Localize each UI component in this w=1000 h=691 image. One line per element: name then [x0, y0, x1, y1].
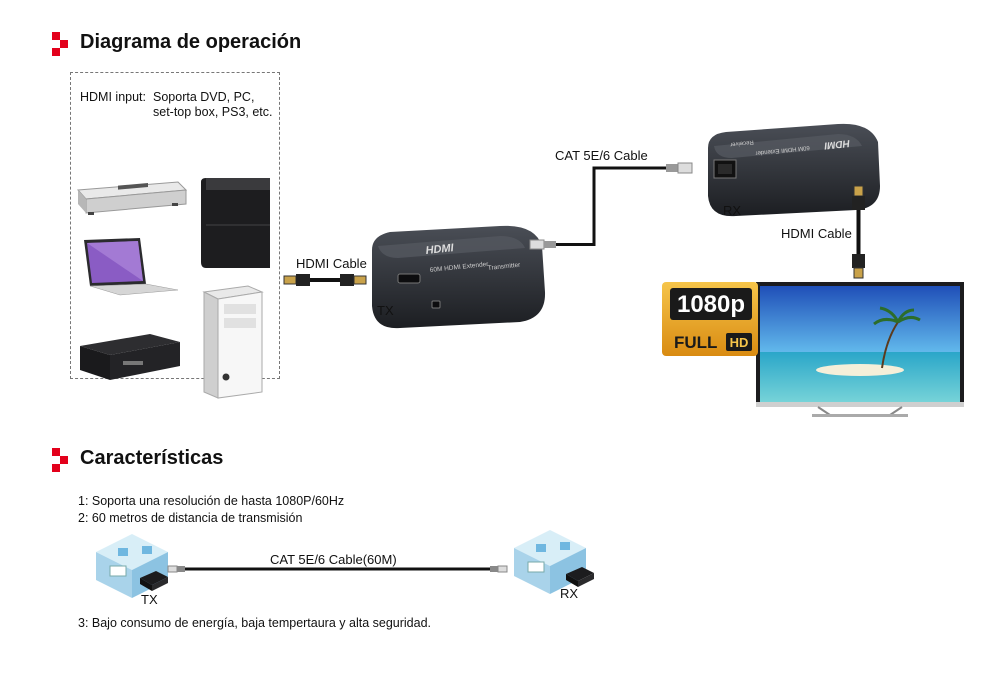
feature-1: 1: Soporta una resolución de hasta 1080P… [78, 494, 345, 508]
set-top-box-icon [80, 334, 180, 380]
game-console-icon [201, 178, 270, 268]
pc-tower-icon [202, 285, 264, 399]
hdmi-cable-right [852, 185, 865, 279]
full-hd-badge: 1080p FULL HD [662, 282, 758, 356]
feature-3: 3: Bajo consumo de energía, baja tempert… [78, 616, 431, 630]
red-squares-icon [52, 448, 68, 472]
receiver-device: HDMI 60M HDMI Extender Receiver [708, 123, 880, 217]
transmitter-role: Transmitter [487, 262, 521, 272]
receiver-brand: HDMI [824, 137, 851, 151]
rx-label: RX [723, 203, 742, 218]
transmitter-brand: HDMI [425, 242, 455, 257]
badge-hd: HD [730, 335, 749, 350]
operation-diagram: HDMI 60M HDMI Extender Transmitter HDMI … [76, 123, 964, 417]
tv-display [756, 282, 964, 417]
cat-cable [529, 162, 693, 250]
transmitter-device: HDMI 60M HDMI Extender Transmitter [372, 225, 546, 329]
section-title-diagram: Diagrama de operación [80, 31, 302, 53]
cat-cable-label: CAT 5E/6 Cable [555, 148, 648, 163]
section-header-diagram: Diagrama de operación [52, 30, 452, 58]
badge-full: FULL [674, 333, 717, 352]
tx-room-icon [96, 534, 168, 598]
red-squares-icon [52, 32, 68, 56]
section-header-features: Características [52, 446, 452, 474]
feature-2: 2: 60 metros de distancia de transmisión [78, 511, 303, 525]
receiver-model: 60M HDMI Extender [755, 144, 810, 156]
hdmi-cable-right-label: HDMI Cable [781, 226, 852, 241]
cable-length-label: CAT 5E/6 Cable(60M) [270, 552, 397, 567]
input-sources-box [70, 72, 280, 379]
input-line1: Soporta DVD, PC, [153, 90, 255, 104]
hdmi-cable-left [283, 274, 367, 286]
rx-room-icon [514, 530, 594, 594]
input-line2: set-top box, PS3, etc. [153, 105, 273, 119]
bottom-rx-label: RX [560, 586, 579, 601]
input-heading: HDMI input: [80, 90, 146, 104]
section-title-features: Características [80, 447, 224, 469]
hdmi-cable-left-label: HDMI Cable [296, 256, 367, 271]
laptop-icon [84, 238, 179, 296]
dvd-player-icon [76, 181, 188, 215]
tx-label: TX [377, 303, 394, 318]
badge-resolution: 1080p [677, 291, 745, 318]
bottom-tx-label: TX [141, 592, 158, 607]
receiver-role: Receiver [730, 139, 754, 147]
